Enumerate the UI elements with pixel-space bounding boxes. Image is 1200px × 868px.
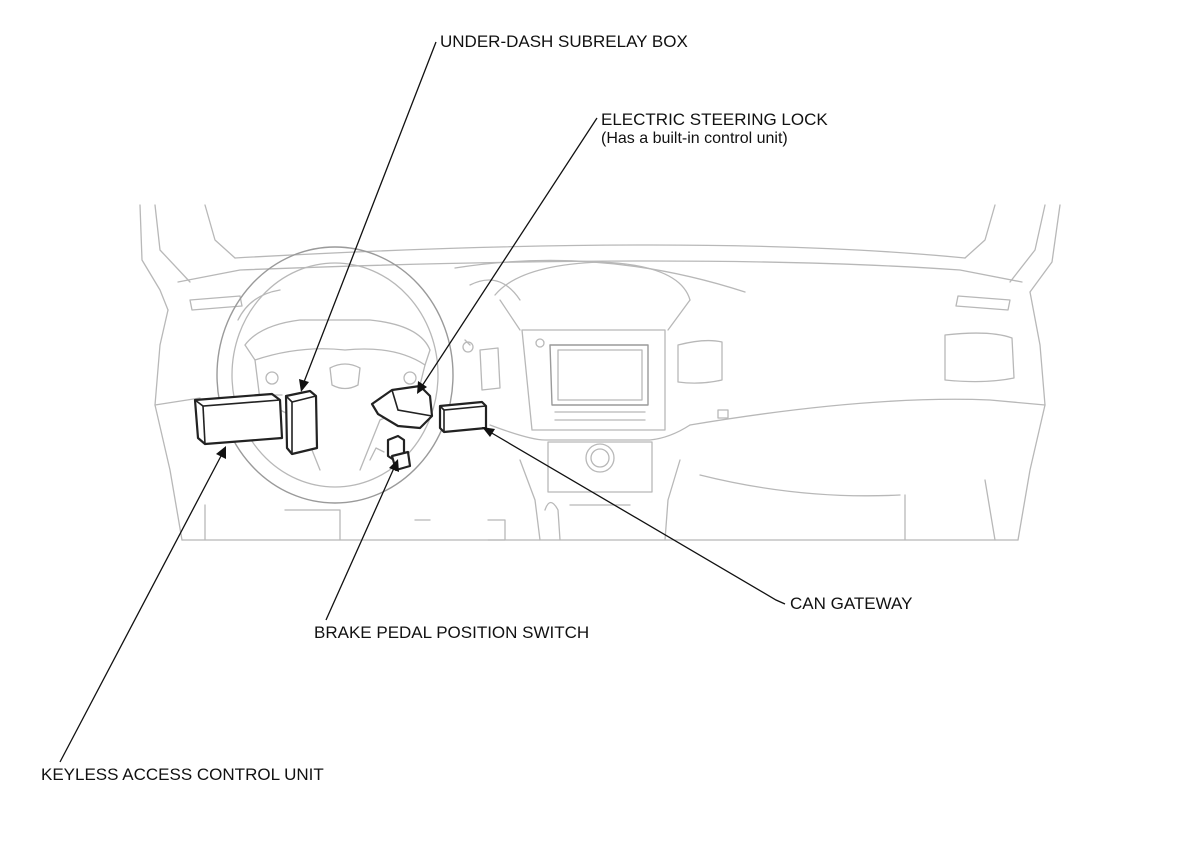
label-can-gateway: CAN GATEWAY <box>790 594 913 613</box>
leader-line-keyless-access-control-unit <box>59 446 226 763</box>
leader-line-electric-steering-lock <box>417 117 598 394</box>
label-electric-steering-lock: ELECTRIC STEERING LOCK <box>601 110 828 129</box>
left-a-pillar <box>139 204 236 311</box>
can-gateway-part <box>438 400 488 434</box>
electric-steering-lock-part <box>370 384 434 430</box>
right-a-pillar <box>964 204 1061 293</box>
label-under-dash-subrelay-box: UNDER-DASH SUBRELAY BOX <box>440 32 688 51</box>
center-stack <box>414 259 746 541</box>
label-brake-pedal-position-switch: BRAKE PEDAL POSITION SWITCH <box>314 623 590 642</box>
keyless-access-control-unit-part <box>193 392 284 446</box>
leader-line-can-gateway <box>482 427 786 605</box>
brake-pedal-position-switch-part <box>369 434 412 472</box>
steering-wheel <box>216 246 474 504</box>
leader-line-brake-pedal-position-switch <box>325 459 399 621</box>
label-electric-steering-lock-group: ELECTRIC STEERING LOCK (Has a built-in c… <box>601 110 828 148</box>
dashboard-outline <box>154 244 1046 541</box>
dashboard-vents <box>189 295 1015 419</box>
label-keyless-access-control-unit: KEYLESS ACCESS CONTROL UNIT <box>41 765 324 784</box>
label-electric-steering-lock-note: (Has a built-in control unit) <box>601 130 788 147</box>
under-dash-subrelay-box-part <box>284 389 319 456</box>
leader-line-under-dash-subrelay-box <box>299 41 437 392</box>
